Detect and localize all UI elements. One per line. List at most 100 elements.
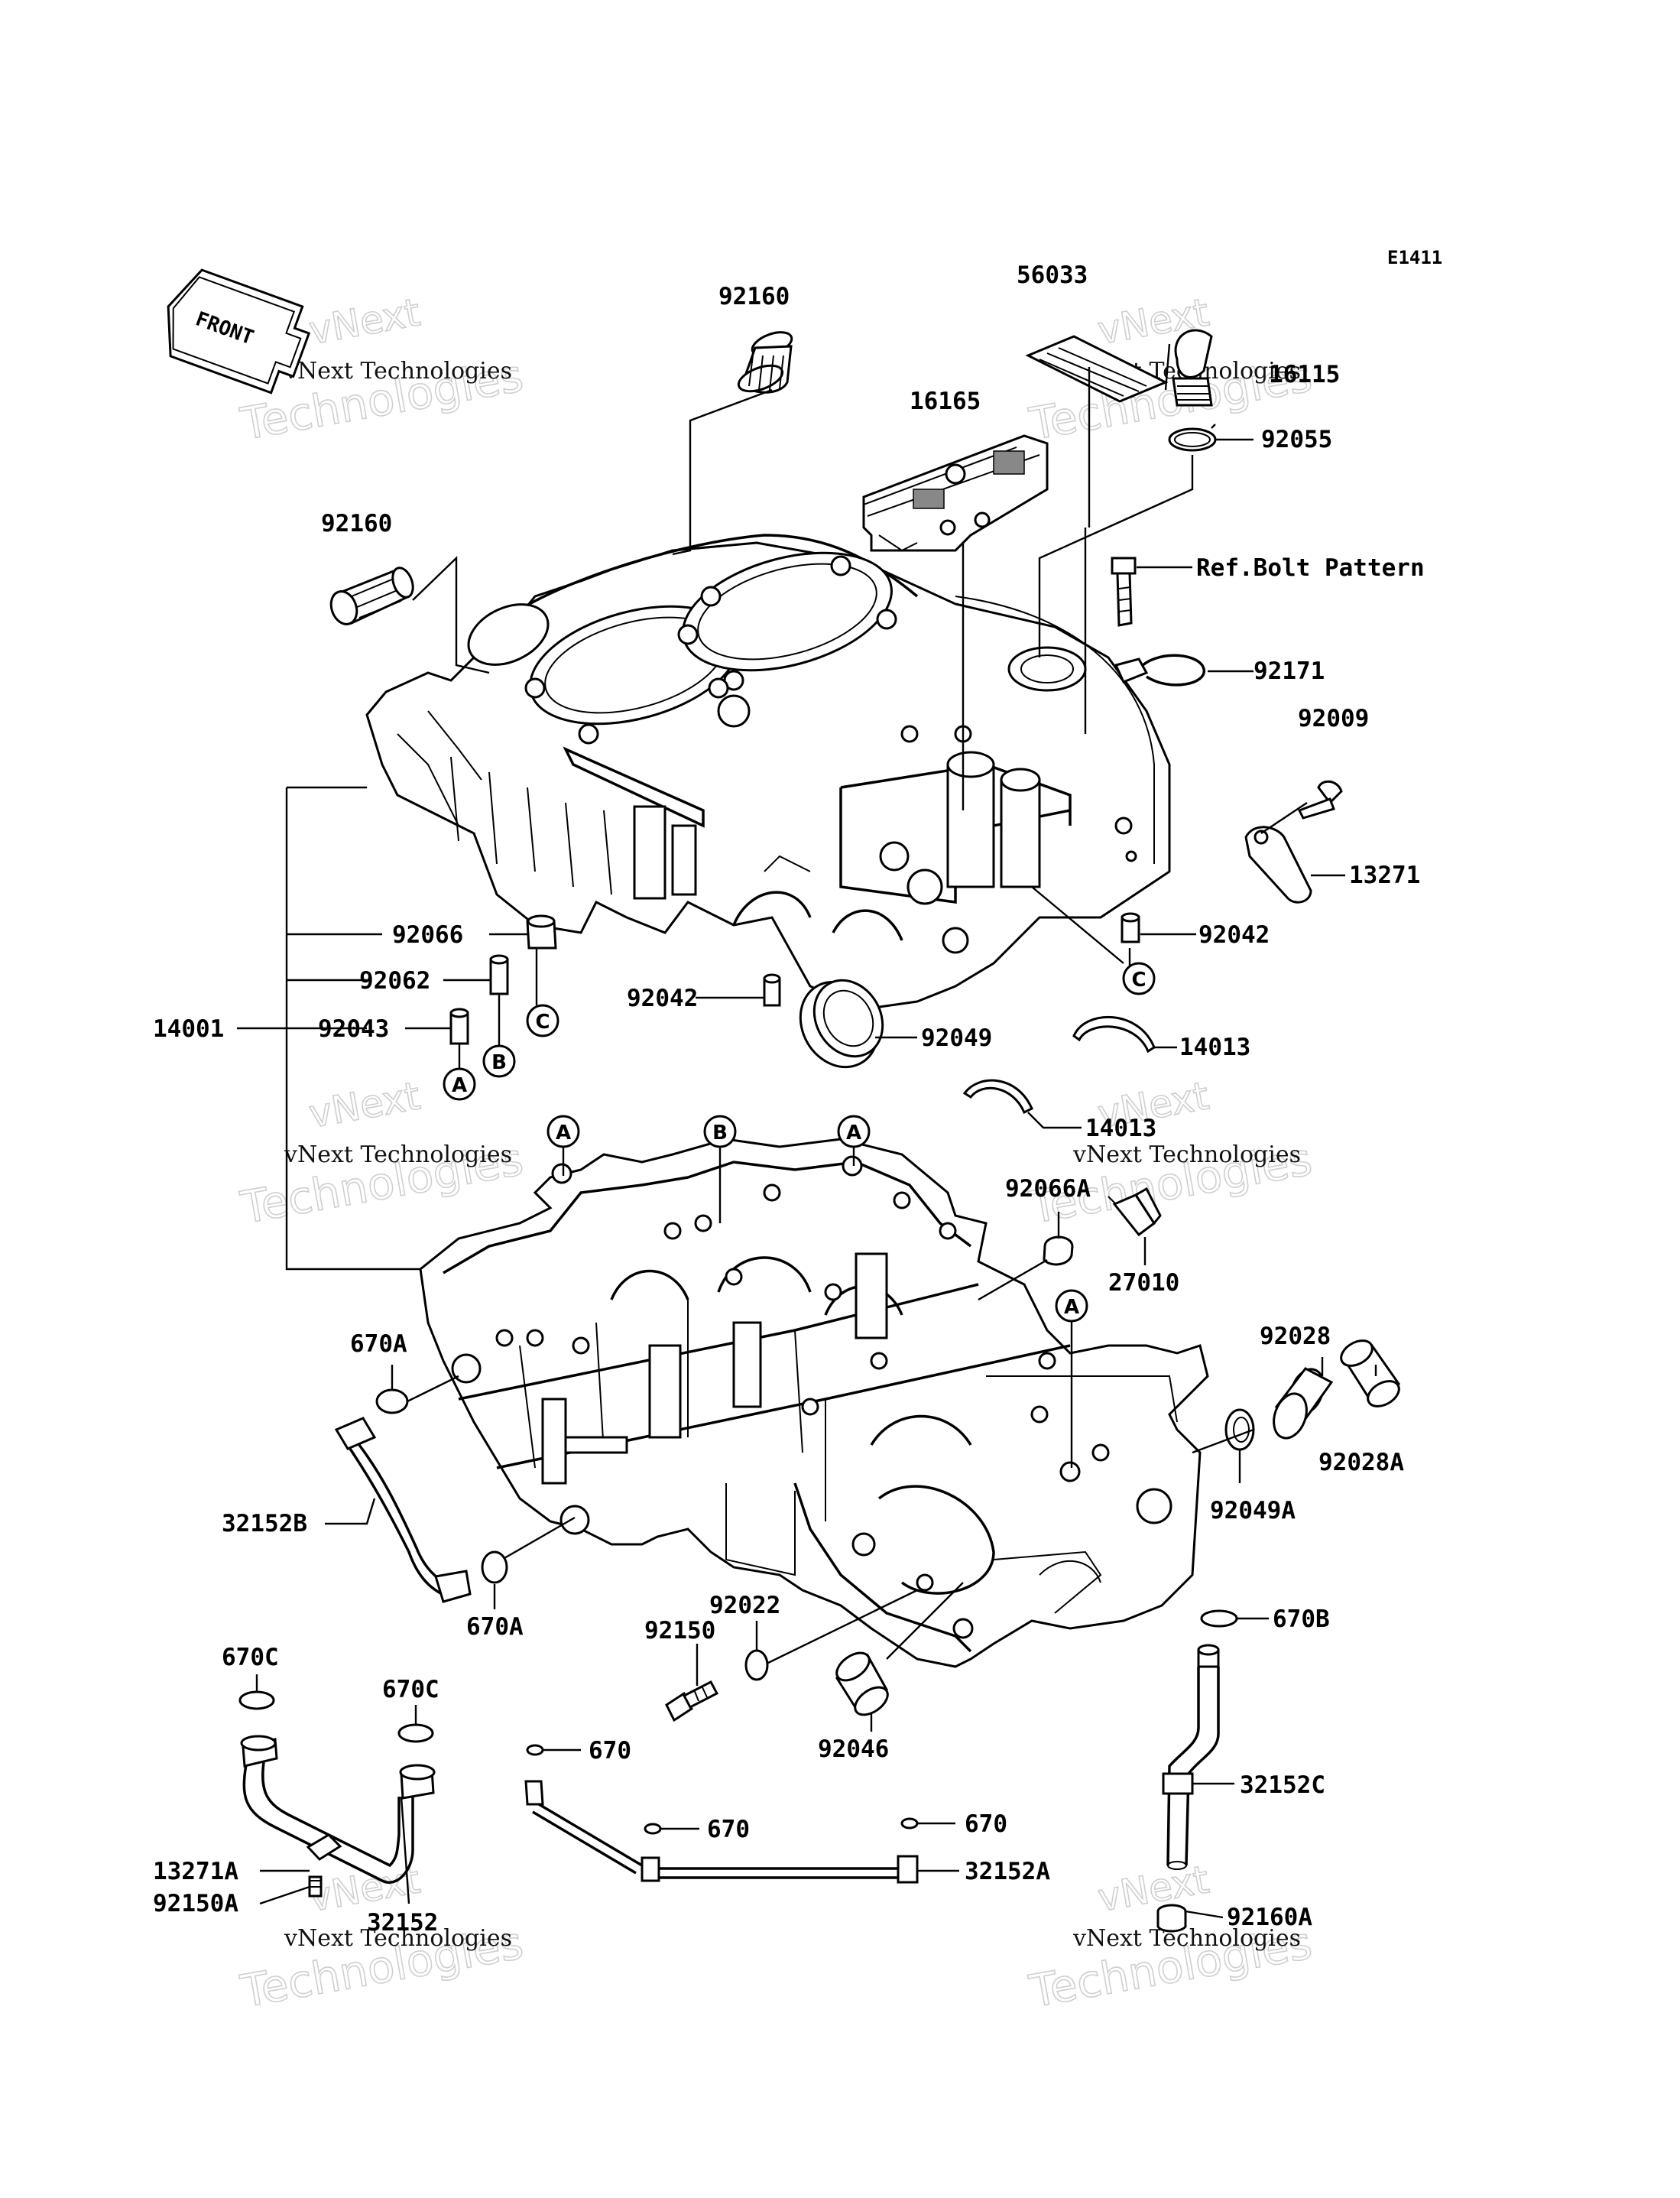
oil-strainer-top: [737, 331, 793, 394]
label-92042-right: 92042: [1198, 921, 1270, 949]
oil-seal-92049A: [1224, 1408, 1255, 1451]
ref-marker-c-1: C: [526, 1004, 559, 1037]
dowel-92042-right: [1121, 912, 1140, 943]
svg-text:C: C: [1131, 969, 1146, 992]
label-92046: 92046: [818, 1735, 889, 1763]
svg-text:C: C: [535, 1011, 550, 1034]
label-92055: 92055: [1261, 426, 1332, 453]
half-ring-14013-b: [962, 1079, 1033, 1115]
svg-text:vNext: vNext: [306, 1073, 423, 1136]
label-92042-mid: 92042: [627, 985, 698, 1012]
oil-strainer-left: [329, 567, 414, 625]
ref-marker-a-2: A: [546, 1115, 580, 1148]
label-13271A: 13271A: [153, 1858, 238, 1885]
oil-pipe-32152B: [334, 1417, 472, 1603]
label-92066A: 92066A: [1005, 1175, 1091, 1203]
label-92150: 92150: [644, 1617, 715, 1644]
watermark-bottom-right: vNext Technologies vNext Technologies: [1025, 1857, 1316, 2018]
front-arrow-icon: FRONT: [167, 268, 311, 394]
upper-crankcase: [365, 534, 1171, 1011]
label-92171: 92171: [1254, 657, 1325, 685]
label-92160-top: 92160: [718, 283, 790, 310]
svg-text:vNext Technologies: vNext Technologies: [284, 358, 512, 385]
oil-strainer-92160A: [1156, 1904, 1187, 1933]
ref-marker-a-3: A: [837, 1115, 871, 1148]
watermark-mid-left: vNext Technologies vNext Technologies: [236, 1073, 527, 1235]
label-670C-right: 670C: [382, 1676, 439, 1703]
label-92049A: 92049A: [1210, 1497, 1296, 1524]
svg-text:B: B: [712, 1122, 728, 1144]
label-670A-top: 670A: [350, 1330, 407, 1358]
ref-marker-a-1: A: [443, 1067, 476, 1101]
svg-text:vNext: vNext: [1095, 1857, 1212, 1920]
o-ring-670C-left: [238, 1690, 275, 1710]
svg-text:vNext Technologies: vNext Technologies: [284, 1925, 512, 1952]
oil-seal-92049: [799, 979, 884, 1069]
label-56033: 56033: [1017, 261, 1088, 289]
leader-lines: [237, 343, 1377, 1919]
label-670C-left: 670C: [222, 1644, 279, 1671]
o-ring-670-a: [526, 1744, 544, 1756]
ref-marker-a-4: A: [1055, 1289, 1088, 1323]
label-670-c: 670: [965, 1810, 1007, 1838]
dowel-92043: [449, 1008, 469, 1045]
svg-text:A: A: [846, 1122, 861, 1144]
oil-pipe-32152: [240, 1735, 436, 1898]
ref-marker-c-2: C: [1122, 962, 1156, 995]
switch-27010: [1108, 1187, 1162, 1237]
label-92160-left: 92160: [321, 510, 392, 537]
needle-bearing-92046: [835, 1651, 889, 1716]
label-92022: 92022: [709, 1592, 780, 1619]
watermark-mid-right: vNext Technologies vNext Technologies: [1025, 1073, 1316, 1235]
o-ring-670A-top: [375, 1388, 409, 1414]
label-92062: 92062: [359, 967, 430, 995]
label-32152B: 32152B: [222, 1510, 307, 1537]
collar-92028A: [1340, 1339, 1401, 1407]
svg-text:vNext: vNext: [306, 290, 423, 352]
label-14013-b: 14013: [1085, 1115, 1156, 1142]
part-labels: 92160 56033 16115 16165 92055 92160 Ref.…: [153, 261, 1425, 1937]
label-92160A: 92160A: [1227, 1904, 1312, 1931]
lower-crankcase: [419, 1138, 1209, 1668]
collar-92028: [1273, 1367, 1334, 1440]
label-13271: 13271: [1349, 862, 1420, 889]
label-670A-bottom: 670A: [466, 1613, 524, 1641]
svg-text:vNext Technologies: vNext Technologies: [1072, 1925, 1301, 1952]
label-670B: 670B: [1273, 1605, 1330, 1633]
label-16115: 16115: [1269, 361, 1340, 388]
screw-92009: [1297, 780, 1343, 820]
label-32152: 32152: [367, 1909, 438, 1937]
svg-text:A: A: [556, 1122, 571, 1144]
svg-text:A: A: [452, 1074, 467, 1097]
label-92150A: 92150A: [153, 1890, 238, 1917]
plug-92066A: [1043, 1235, 1074, 1266]
ref-marker-b-1: B: [482, 1044, 516, 1078]
o-ring-670C-right: [397, 1723, 434, 1743]
label-670-a: 670: [589, 1737, 631, 1765]
ref-bolt-pattern-note: Ref.Bolt Pattern: [1196, 554, 1425, 582]
label-92066: 92066: [392, 921, 463, 949]
label-14013-a: 14013: [1179, 1034, 1250, 1061]
o-ring-670-b: [644, 1823, 662, 1835]
label-670-b: 670: [707, 1816, 750, 1843]
o-ring-670B: [1200, 1609, 1238, 1628]
dowel-92042-mid: [763, 973, 781, 1007]
ref-marker-b-2: B: [703, 1115, 737, 1148]
svg-text:A: A: [1064, 1296, 1079, 1319]
label-92028A: 92028A: [1318, 1449, 1404, 1476]
label-27010: 27010: [1108, 1269, 1179, 1297]
o-ring-670-c: [900, 1817, 919, 1830]
svg-text:B: B: [491, 1051, 507, 1074]
dowel-92062: [489, 954, 509, 995]
diagram-code: E1411: [1387, 247, 1442, 268]
label-32152A: 32152A: [965, 1858, 1050, 1885]
clamp-92171: [1114, 654, 1205, 687]
label-92009: 92009: [1298, 705, 1369, 732]
oil-pipe-32152C: [1162, 1644, 1220, 1870]
washer-92022: [744, 1649, 769, 1681]
filler-cap-16115: [1172, 329, 1213, 407]
label-92028: 92028: [1260, 1323, 1331, 1350]
oil-pipe-32152A: [524, 1780, 919, 1884]
ref-markers: A B C C A B A A: [443, 962, 1156, 1323]
